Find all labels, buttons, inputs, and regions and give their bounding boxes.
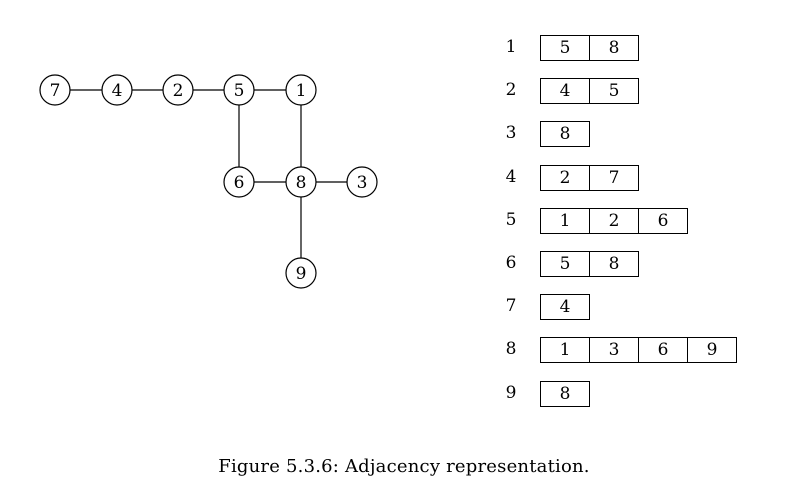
neighbor-cell: 4 — [540, 294, 590, 321]
vertex-label: 5 — [505, 209, 517, 230]
figure-caption: Figure 5.3.6: Adjacency representation. — [218, 456, 590, 477]
graph-edges — [70, 89, 347, 258]
node-3: 3 — [346, 166, 378, 198]
node-circle — [285, 257, 317, 289]
node-6: 6 — [223, 166, 255, 198]
node-label: 2 — [173, 81, 184, 101]
neighbor-cell: 8 — [540, 121, 590, 148]
node-9: 9 — [285, 257, 317, 289]
neighbor-cell: 5 — [540, 251, 590, 277]
neighbor-list: 8 — [540, 121, 590, 148]
node-label: 5 — [234, 81, 245, 101]
neighbor-cell: 2 — [589, 207, 639, 234]
node-circle — [223, 166, 255, 198]
node-circle — [285, 74, 317, 106]
neighbor-cell: 7 — [589, 164, 639, 191]
neighbor-cell: 5 — [589, 78, 639, 105]
neighbor-cell: 3 — [589, 337, 639, 364]
node-label: 4 — [112, 81, 123, 101]
neighbor-cell: 5 — [540, 35, 590, 61]
node-label: 3 — [357, 173, 368, 193]
node-circle — [285, 166, 317, 198]
neighbor-cell: 9 — [687, 337, 737, 364]
neighbor-cell: 1 — [540, 207, 590, 234]
vertex-label: 4 — [505, 166, 517, 187]
node-circle — [39, 74, 71, 106]
node-2: 2 — [162, 74, 194, 106]
node-circle — [223, 74, 255, 106]
graph-diagram: 7 4 2 5 1 6 8 3 9 — [39, 74, 378, 289]
node-1: 1 — [285, 74, 317, 106]
vertex-label: 3 — [505, 123, 517, 144]
node-label: 6 — [234, 173, 245, 193]
neighbor-list: 8 — [540, 380, 590, 407]
neighbor-list: 4 — [540, 294, 590, 321]
node-label: 7 — [50, 81, 61, 101]
neighbor-cell: 6 — [638, 207, 688, 234]
vertex-label: 1 — [505, 37, 517, 57]
graph-nodes: 7 4 2 5 1 6 8 3 9 — [39, 74, 378, 289]
node-circle — [162, 74, 194, 106]
node-8: 8 — [285, 166, 317, 198]
neighbor-cell: 1 — [540, 337, 590, 364]
neighbor-cell: 8 — [540, 380, 590, 407]
neighbor-cell: 6 — [638, 337, 688, 364]
neighbor-cell: 8 — [589, 35, 639, 61]
node-label: 9 — [296, 264, 307, 284]
vertex-label: 2 — [505, 80, 517, 101]
vertex-label: 7 — [505, 296, 517, 317]
neighbor-cell: 8 — [589, 251, 639, 277]
node-label: 8 — [296, 173, 307, 193]
node-4: 4 — [101, 74, 133, 106]
node-circle — [101, 74, 133, 106]
neighbor-cell: 4 — [540, 78, 590, 105]
node-label: 1 — [296, 81, 307, 101]
neighbor-cell: 2 — [540, 164, 590, 191]
vertex-label: 6 — [505, 253, 517, 273]
node-circle — [346, 166, 378, 198]
node-5: 5 — [223, 74, 255, 106]
node-7: 7 — [39, 74, 71, 106]
vertex-label: 9 — [505, 382, 517, 403]
vertex-label: 8 — [505, 339, 517, 360]
